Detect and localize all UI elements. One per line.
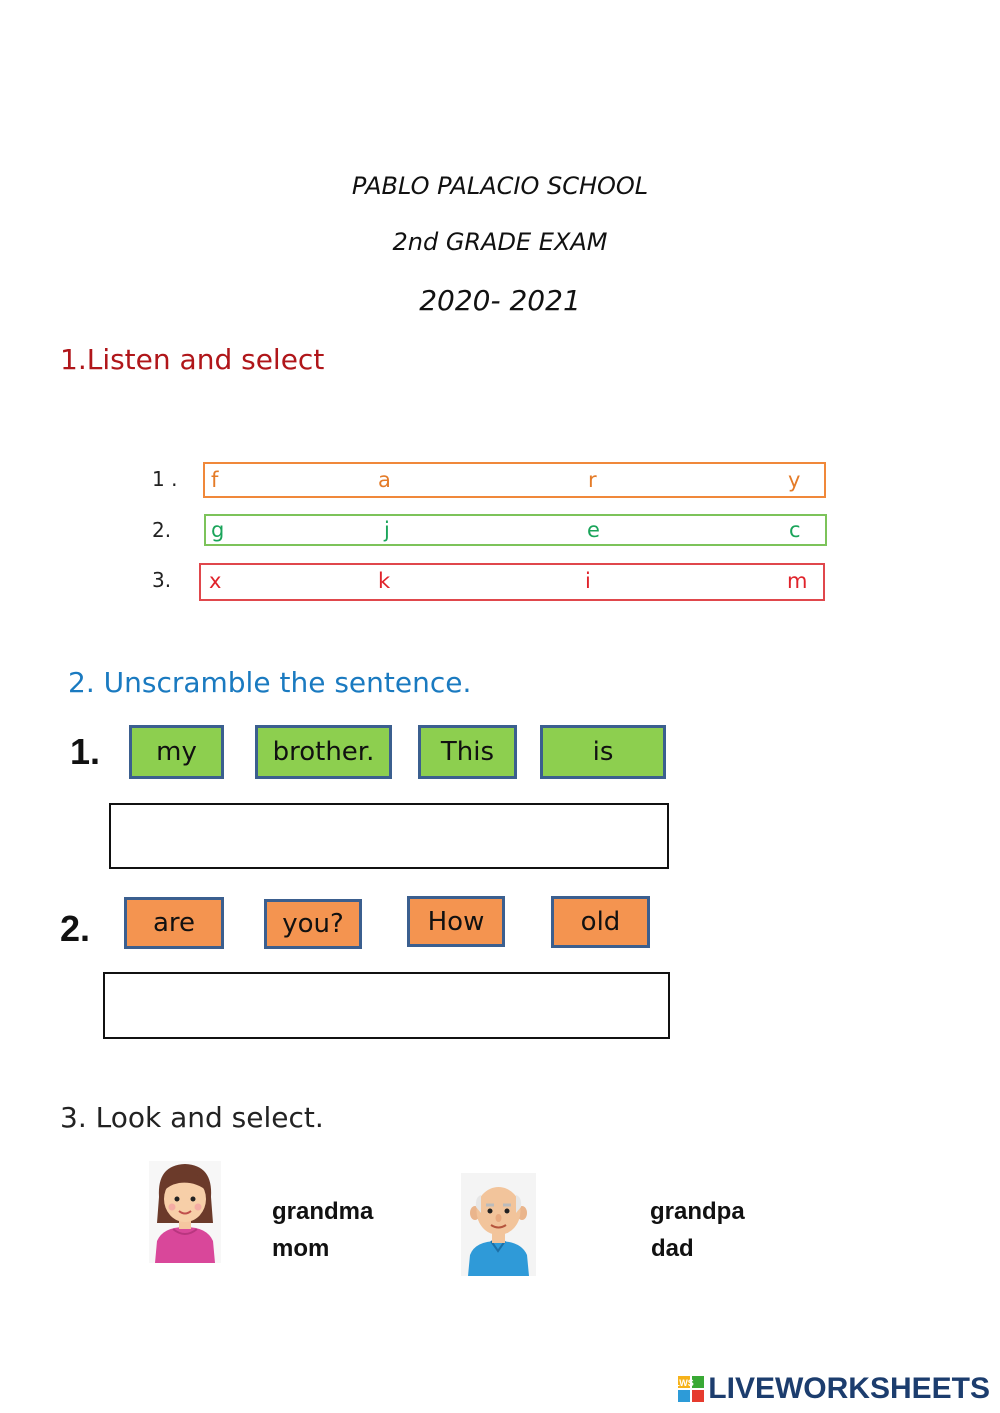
letter-row-2: g j e c — [204, 514, 827, 546]
item-number: 1. — [70, 731, 101, 772]
word-tile[interactable]: old — [551, 896, 650, 948]
row-number: 1 . — [152, 467, 178, 491]
word-tile[interactable]: you? — [264, 899, 362, 949]
letter-option[interactable]: x — [209, 569, 222, 593]
letter-option[interactable]: y — [788, 468, 801, 492]
option-grandpa[interactable]: grandpa — [650, 1198, 745, 1225]
answer-input-1[interactable] — [109, 803, 669, 869]
word-tile[interactable]: is — [540, 725, 666, 779]
word-tile[interactable]: are — [124, 897, 224, 949]
letter-option[interactable]: a — [378, 468, 391, 492]
liveworksheets-brand: LWS LIVEWORKSHEETS — [675, 1372, 990, 1406]
letter-option[interactable]: c — [789, 518, 801, 542]
word-tile[interactable]: This — [418, 725, 517, 779]
option-mom[interactable]: mom — [272, 1235, 330, 1262]
liveworksheets-logo-icon: LWS — [675, 1376, 705, 1402]
item-number: 2. — [60, 908, 91, 949]
letter-option[interactable]: e — [587, 518, 600, 542]
letter-option[interactable]: g — [211, 518, 225, 542]
liveworksheets-wordmark: LIVEWORKSHEETS — [708, 1372, 990, 1405]
section3-title: 3. Look and select. — [60, 1101, 324, 1134]
letter-row-1: f a r y — [203, 462, 826, 498]
woman-icon — [149, 1161, 221, 1263]
word-tile[interactable]: my — [129, 725, 224, 779]
logo-letter: LWS — [678, 1378, 694, 1388]
letter-option[interactable]: k — [378, 569, 391, 593]
letter-row-3: x k i m — [199, 563, 825, 601]
word-tile[interactable]: brother. — [255, 725, 392, 779]
section2-title: 2. Unscramble the sentence. — [68, 666, 472, 699]
letter-option[interactable]: m — [787, 569, 808, 593]
row-number: 3. — [152, 568, 172, 592]
school-name: PABLO PALACIO SCHOOL — [351, 172, 649, 200]
answer-input-2[interactable] — [103, 972, 670, 1039]
exam-grade: 2nd GRADE EXAM — [392, 228, 608, 256]
option-dad[interactable]: dad — [651, 1235, 694, 1262]
section1-title: 1.Listen and select — [60, 343, 325, 376]
letter-option[interactable]: j — [384, 518, 390, 542]
word-tile[interactable]: How — [407, 896, 505, 947]
row-number: 2. — [152, 518, 172, 542]
letter-option[interactable]: r — [588, 468, 597, 492]
school-year: 2020- 2021 — [419, 284, 581, 317]
old-man-icon — [461, 1173, 536, 1276]
letter-option[interactable]: i — [585, 569, 591, 593]
letter-option[interactable]: f — [211, 468, 219, 492]
option-grandma[interactable]: grandma — [272, 1198, 374, 1225]
